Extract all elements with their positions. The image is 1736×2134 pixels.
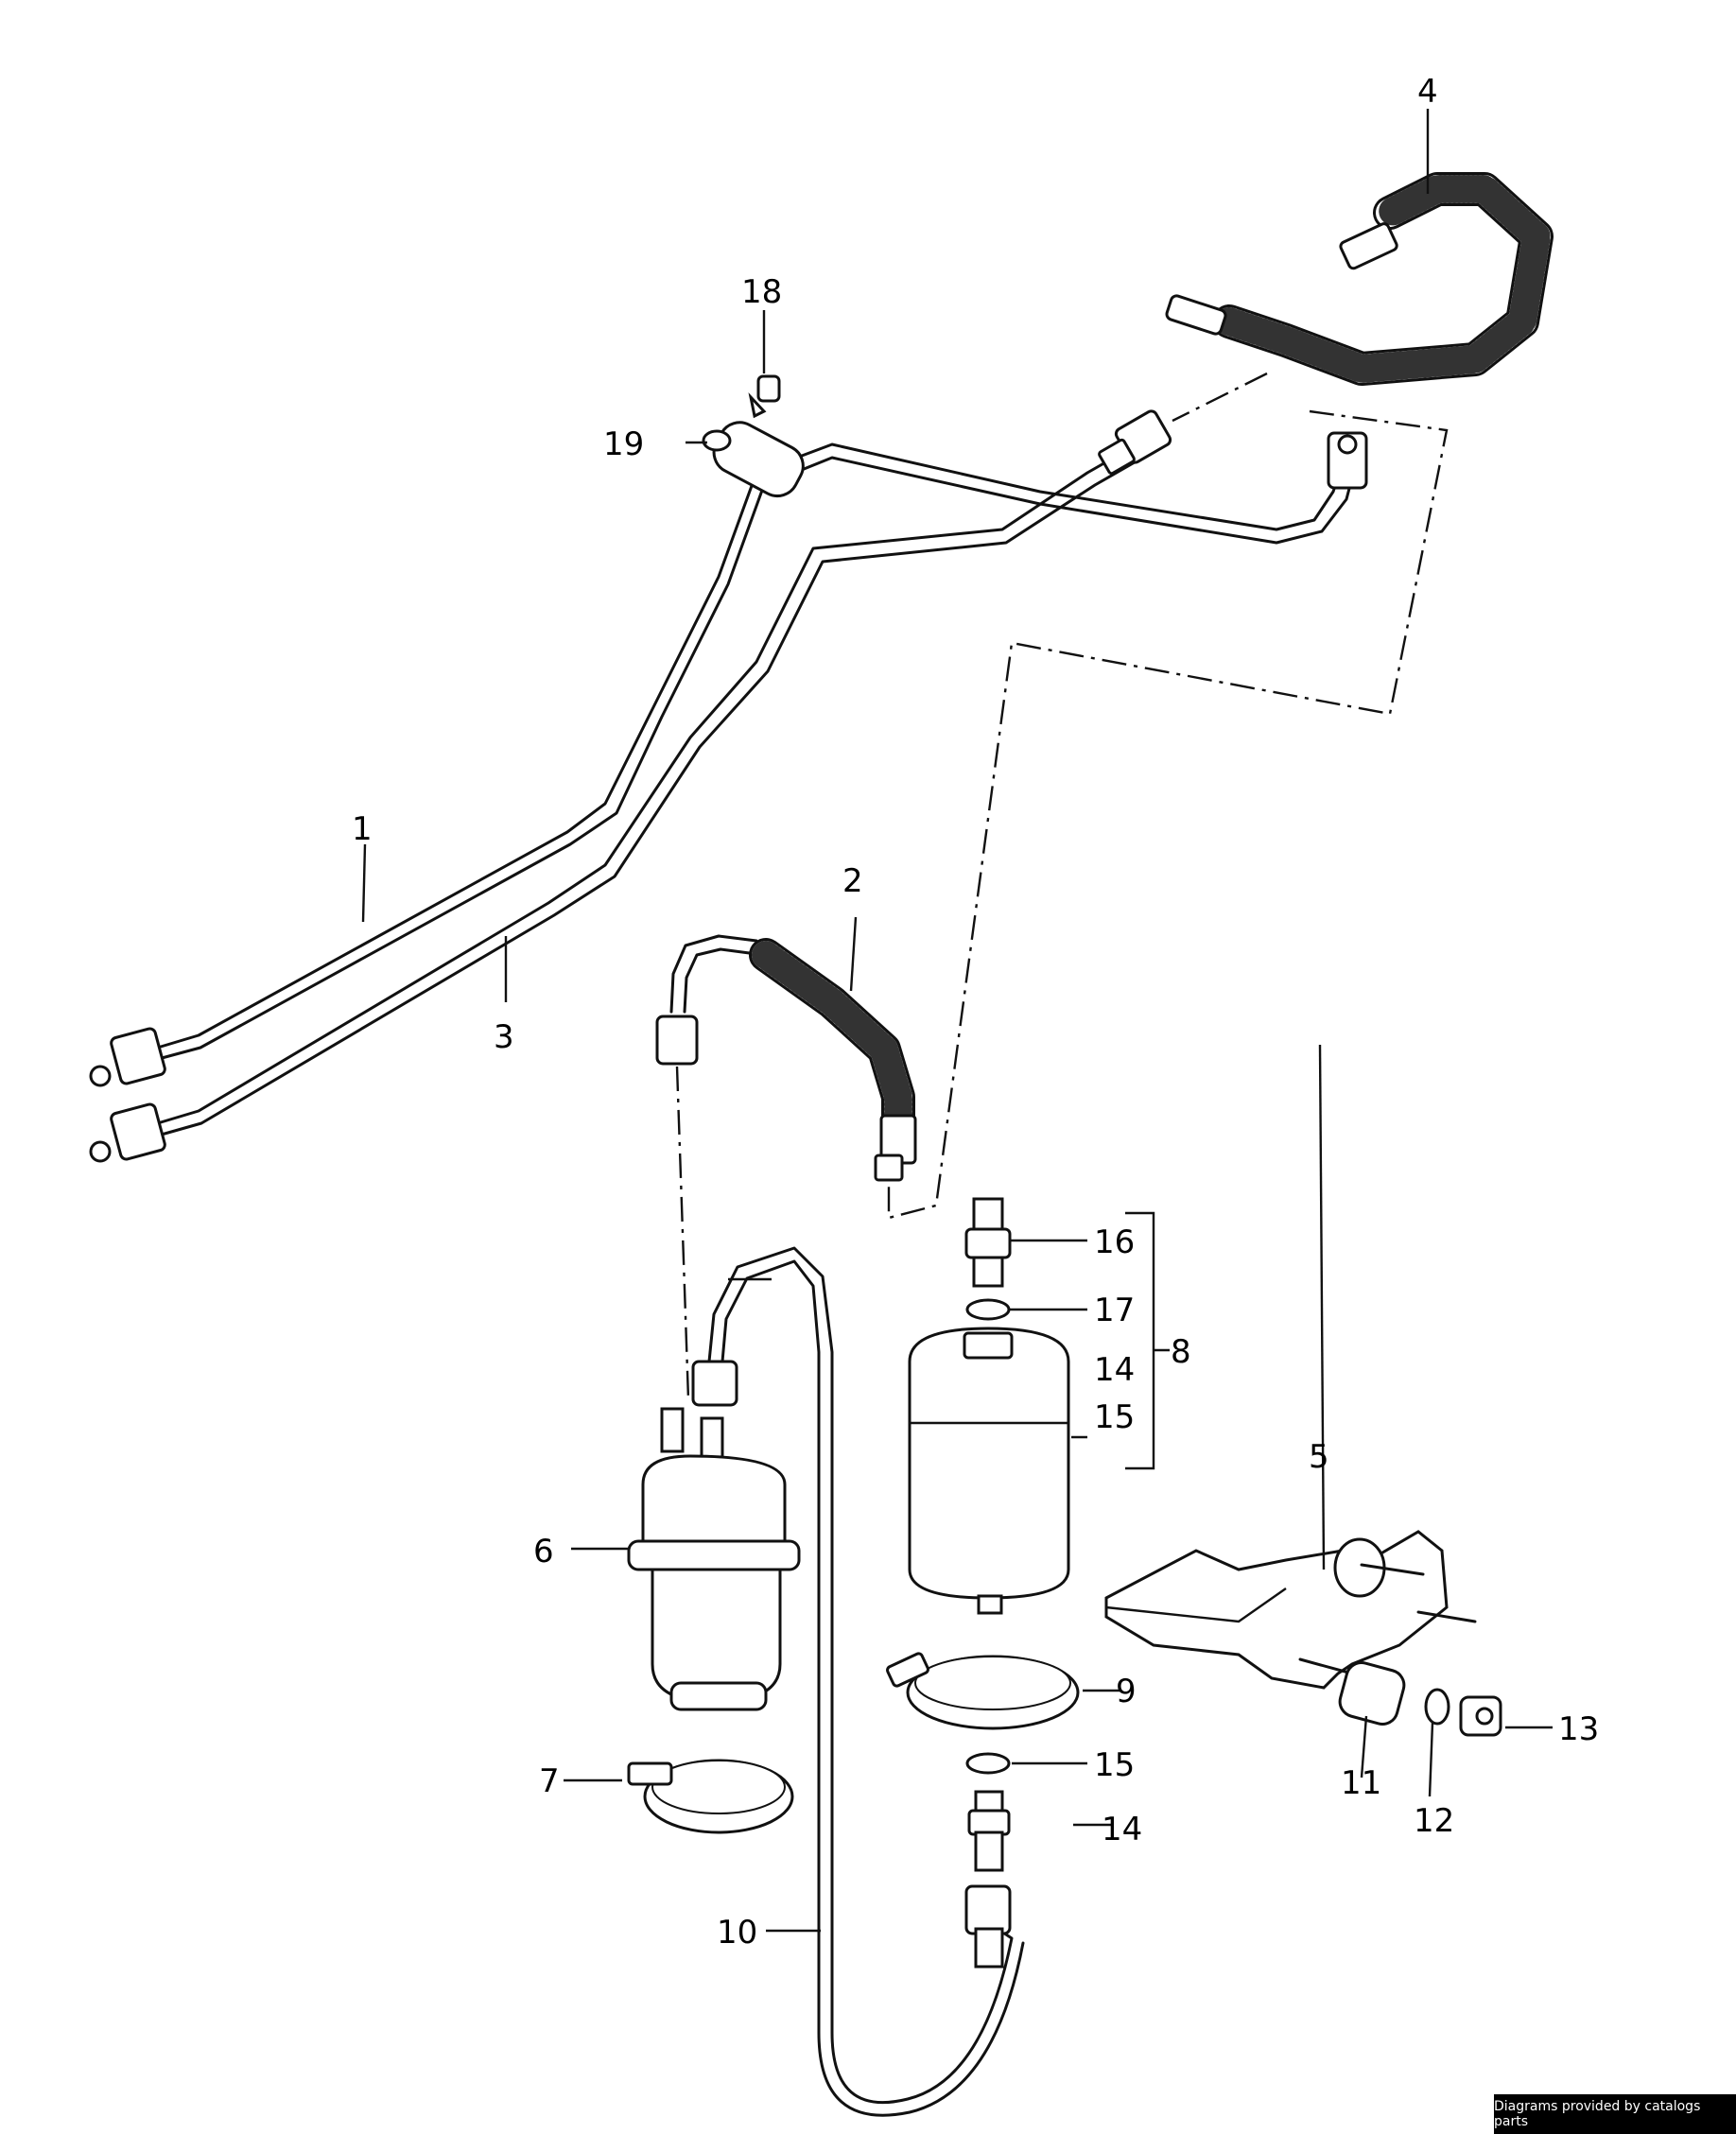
callout-17: 17: [1094, 1292, 1135, 1329]
callout-14-lower: 14: [1102, 1811, 1142, 1848]
washer-12: [1424, 1688, 1450, 1726]
fuel-filter-8: [908, 1197, 1070, 1615]
mounting-bracket-5: [1104, 1530, 1477, 1690]
lower-seal-15: [965, 1752, 1011, 1775]
callout-11: 11: [1341, 1764, 1381, 1802]
fuel-hose-2: [655, 934, 917, 1182]
callout-9: 9: [1116, 1673, 1137, 1710]
callout-12: 12: [1414, 1802, 1454, 1840]
line-clip-19: [702, 421, 805, 498]
callout-7: 7: [539, 1762, 560, 1800]
callout-6: 6: [533, 1533, 554, 1570]
callout-3: 3: [494, 1018, 514, 1056]
callout-16: 16: [1094, 1223, 1135, 1261]
rubber-mount-11: [1338, 1661, 1406, 1726]
leader-lines: [361, 109, 1553, 1827]
fuel-pump-6: [627, 1407, 801, 1711]
screw-18: [748, 374, 781, 419]
footer-credit: Diagrams provided by catalogs parts: [1494, 2094, 1736, 2134]
line-end-fittings: [89, 409, 1368, 1163]
nut-13: [1459, 1695, 1502, 1737]
fuel-hose-4: [1165, 172, 1554, 386]
callout-4: 4: [1417, 73, 1438, 111]
callout-5: 5: [1309, 1438, 1329, 1476]
fuel-line-10: [691, 1246, 1025, 2117]
callout-13: 13: [1558, 1710, 1599, 1748]
callout-labels: 1 3 2 4 18 19 16 17 14 15 8 5 6 9 15 7 1…: [352, 73, 1599, 1952]
callout-15-lower: 15: [1094, 1746, 1135, 1784]
pump-clamp-7: [627, 1759, 794, 1834]
callout-14-upper: 14: [1094, 1351, 1135, 1389]
callout-2: 2: [842, 862, 863, 900]
callout-8: 8: [1171, 1333, 1191, 1371]
callout-1: 1: [352, 810, 373, 848]
fuel-line-1: [149, 442, 1358, 1063]
filter-clamp-9: [886, 1652, 1080, 1730]
routing-dash-lines: [675, 372, 1449, 1400]
callout-19: 19: [603, 425, 644, 463]
lower-connector-14: [967, 1790, 1011, 1872]
callout-10: 10: [717, 1914, 757, 1952]
callout-18: 18: [741, 273, 782, 311]
fuel-line-3: [149, 433, 1161, 1139]
callout-15-upper: 15: [1094, 1398, 1135, 1436]
